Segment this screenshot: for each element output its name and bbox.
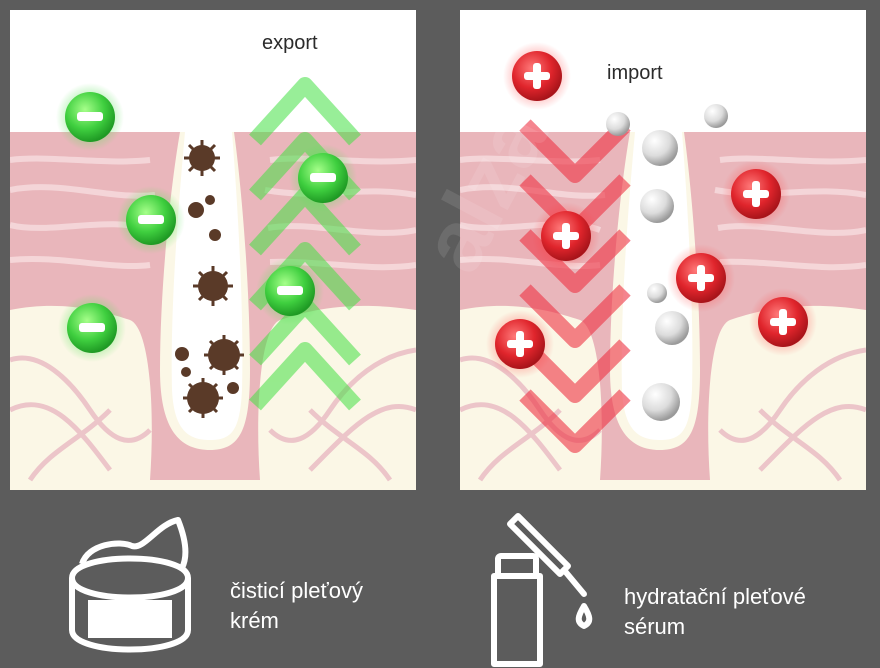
- cream-jar-icon: [69, 517, 191, 653]
- minus-circle-icon: [58, 294, 126, 362]
- minus-circle-icon: [289, 144, 357, 212]
- minus-circle-icon: [117, 186, 185, 254]
- cream-caption-line2: krém: [230, 608, 279, 633]
- import-panel: import: [460, 10, 866, 490]
- serum-caption-line1: hydratační pleťové: [624, 584, 806, 609]
- export-label: export: [262, 32, 318, 54]
- cream-caption-line1: čisticí pleťový: [230, 578, 363, 603]
- plus-circle-icon: [486, 310, 554, 378]
- skin-pore-export-illustration: [10, 77, 416, 490]
- plus-circle-icon: [532, 202, 600, 270]
- minus-circle-icon: [56, 83, 124, 151]
- dirt-particles: [175, 140, 244, 418]
- plus-circle-icon: [503, 42, 571, 110]
- plus-circle-icon: [667, 244, 735, 312]
- serum-caption-line2: sérum: [624, 614, 686, 639]
- serum-caption: hydratační pleťové sérum: [624, 582, 864, 642]
- cream-caption: čisticí pleťový krém: [230, 576, 470, 636]
- serum-bubbles: [606, 104, 728, 421]
- minus-circle-icon: [256, 257, 324, 325]
- import-label: import: [607, 62, 663, 84]
- plus-circle-icon: [749, 288, 817, 356]
- dropper-bottle-icon: [491, 513, 593, 667]
- plus-circle-icon: [722, 160, 790, 228]
- export-panel: export: [10, 10, 416, 490]
- skin-pore-import-illustration: [460, 42, 866, 490]
